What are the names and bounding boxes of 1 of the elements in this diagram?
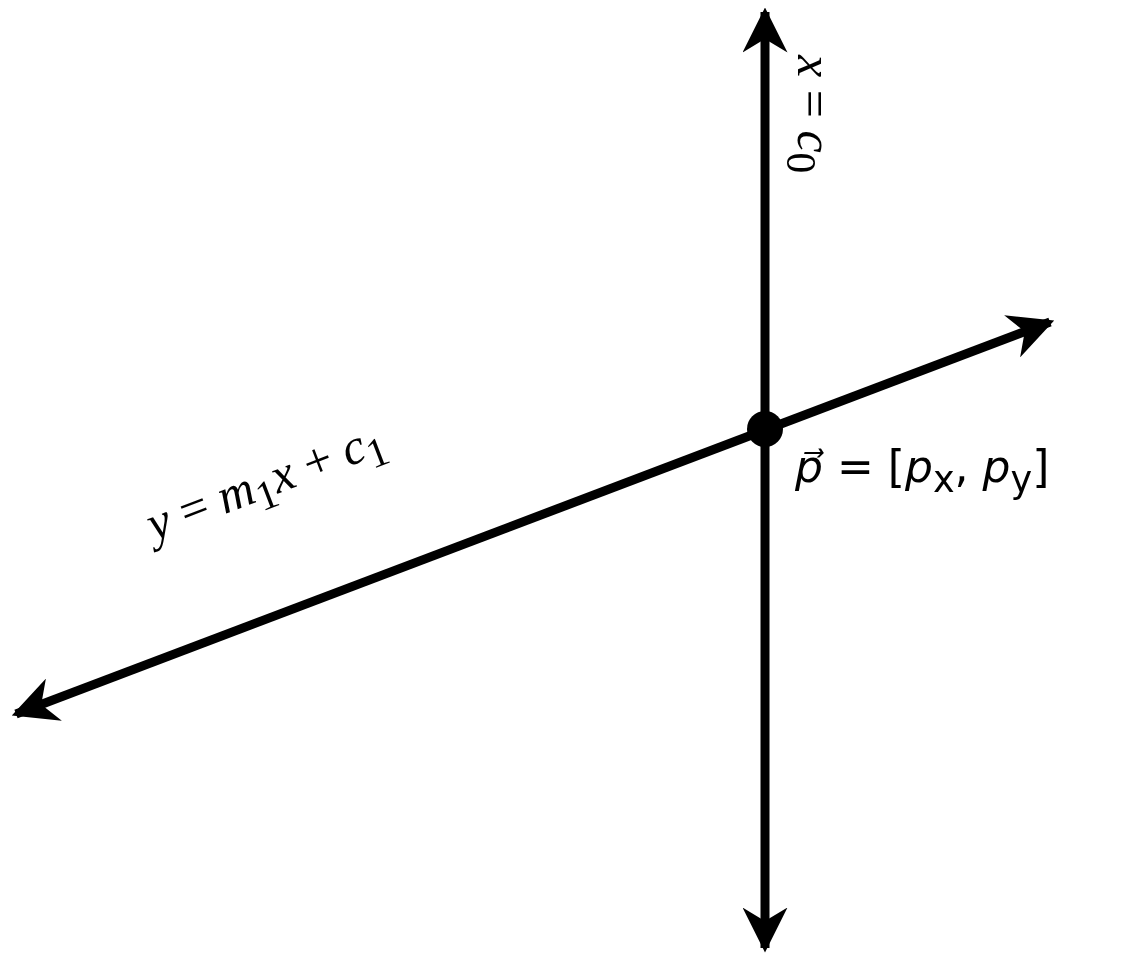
point-coordinate-label: p⃗ = [p$_{x}$, p$_{y}$] — [795, 445, 1050, 499]
